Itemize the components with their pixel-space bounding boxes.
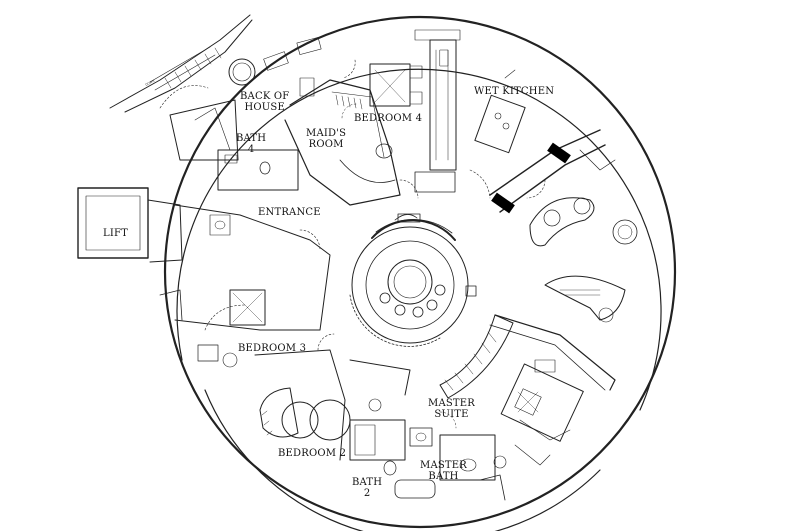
master-suite-furniture bbox=[489, 314, 616, 466]
label-wet-kitchen: WET KITCHEN bbox=[474, 86, 555, 97]
label-bath2: BATH 2 bbox=[352, 477, 383, 499]
label-bedroom2: BEDROOM 2 bbox=[278, 448, 347, 459]
living-seating bbox=[529, 197, 638, 323]
label-maids-room: MAID'S ROOM bbox=[306, 128, 347, 150]
staircase bbox=[439, 314, 514, 399]
bedroom4-furniture bbox=[369, 29, 461, 193]
label-master-bath: MASTER BATH bbox=[420, 460, 468, 482]
kitchen-partition-b bbox=[547, 142, 571, 164]
bedroom2-furniture bbox=[254, 349, 411, 461]
label-bedroom3: BEDROOM 3 bbox=[238, 343, 307, 354]
back-of-house-area bbox=[109, 14, 322, 161]
maids-room-walls bbox=[284, 77, 401, 206]
lift-shaft bbox=[77, 187, 183, 263]
svg-text:DOWN: DOWN bbox=[145, 79, 156, 87]
label-entrance: ENTRANCE bbox=[258, 207, 321, 218]
label-lift: LIFT bbox=[103, 228, 128, 239]
central-core bbox=[349, 213, 477, 347]
bedroom3-furniture bbox=[159, 204, 331, 368]
bath4-fixtures bbox=[217, 149, 299, 191]
door-swings bbox=[299, 59, 546, 351]
label-master-suite: MASTER SUITE bbox=[428, 398, 476, 420]
label-bath4: BATH 4 bbox=[236, 133, 267, 155]
inner-wall bbox=[176, 68, 662, 411]
label-bedroom4: BEDROOM 4 bbox=[354, 113, 423, 124]
baths-lower bbox=[349, 411, 507, 501]
kitchen-partition-a bbox=[491, 192, 515, 214]
label-back-of-house: BACK OF HOUSE bbox=[240, 91, 290, 113]
outer-wall bbox=[163, 15, 677, 529]
